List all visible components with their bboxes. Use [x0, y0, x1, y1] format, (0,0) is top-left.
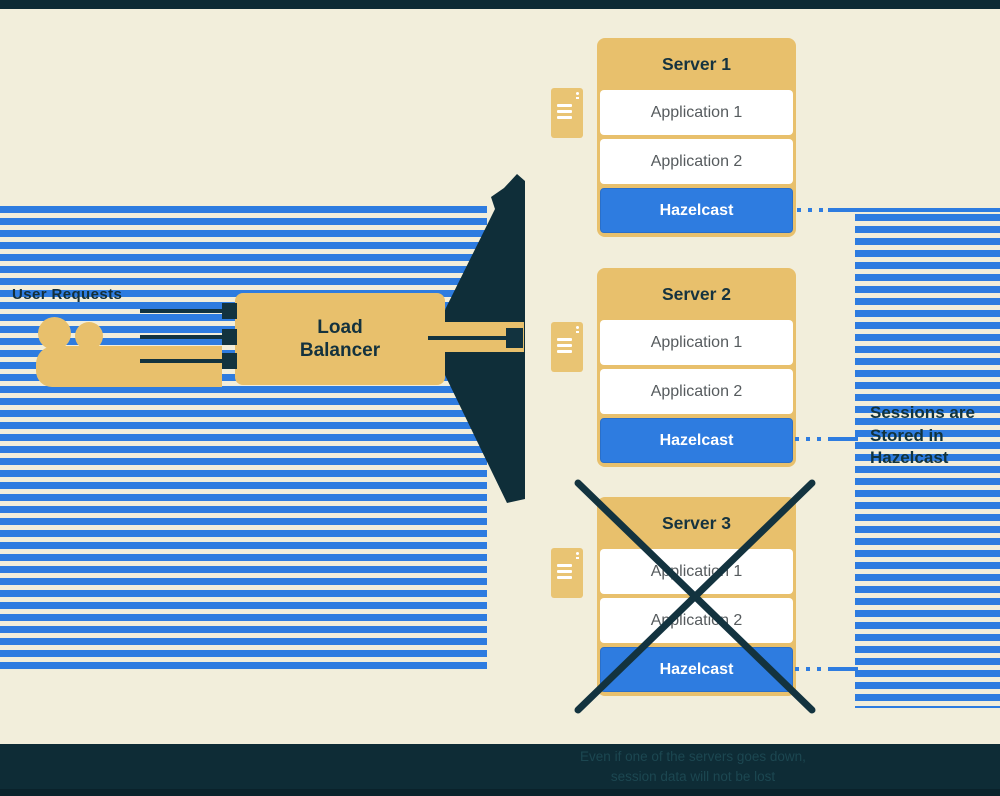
server-3-application-2: Application 2 — [600, 598, 793, 643]
server-2-application-1: Application 1 — [600, 320, 793, 365]
server-3-application-1: Application 1 — [600, 549, 793, 594]
stripe-pattern-left — [0, 206, 487, 674]
server-2-card: Server 2 Application 1 Application 2 Haz… — [597, 268, 796, 467]
load-balancer-label: Load Balancer — [299, 317, 381, 361]
server-3-hazelcast: Hazelcast — [600, 647, 793, 692]
sessions-note-line: Stored in — [870, 425, 944, 445]
bottom-caption-band: Even if one of the servers goes down, se… — [0, 744, 1000, 796]
server-tower-icon — [551, 548, 583, 598]
server-1-application-1: Application 1 — [600, 90, 793, 135]
caption-line: session data will not be lost — [610, 769, 776, 784]
server-2-title: Server 2 — [661, 284, 732, 304]
sessions-note: Sessions are Stored in Hazelcast — [870, 402, 975, 470]
caption-line: Even if one of the servers goes down, — [580, 749, 806, 764]
server-1-application-2: Application 2 — [600, 139, 793, 184]
sessions-note-line: Sessions are — [870, 403, 975, 422]
server-1-title: Server 1 — [661, 54, 732, 74]
top-border-band — [0, 0, 1000, 9]
users-icon — [36, 316, 222, 387]
server-2-application-2: Application 2 — [600, 369, 793, 414]
server-1-card: Server 1 Application 1 Application 2 Haz… — [597, 38, 796, 237]
diagram-caption: Even if one of the servers goes down, se… — [493, 747, 893, 787]
stripe-pattern-right — [855, 214, 1000, 708]
user-head-icon — [38, 317, 71, 350]
sessions-note-line: Hazelcast — [870, 448, 949, 467]
user-head-icon — [75, 322, 103, 350]
server-2-hazelcast: Hazelcast — [600, 418, 793, 463]
server-3-title: Server 3 — [661, 513, 732, 533]
user-requests-label: User Requests — [12, 286, 123, 303]
user-body-shape — [36, 346, 222, 387]
server-tower-icon — [551, 88, 583, 138]
load-balancer-box: Load Balancer — [235, 293, 445, 385]
server-3-card: Server 3 Application 1 Application 2 Haz… — [597, 497, 796, 696]
server-tower-icon — [551, 322, 583, 372]
server-1-hazelcast: Hazelcast — [600, 188, 793, 233]
bottom-border-band — [0, 789, 1000, 796]
